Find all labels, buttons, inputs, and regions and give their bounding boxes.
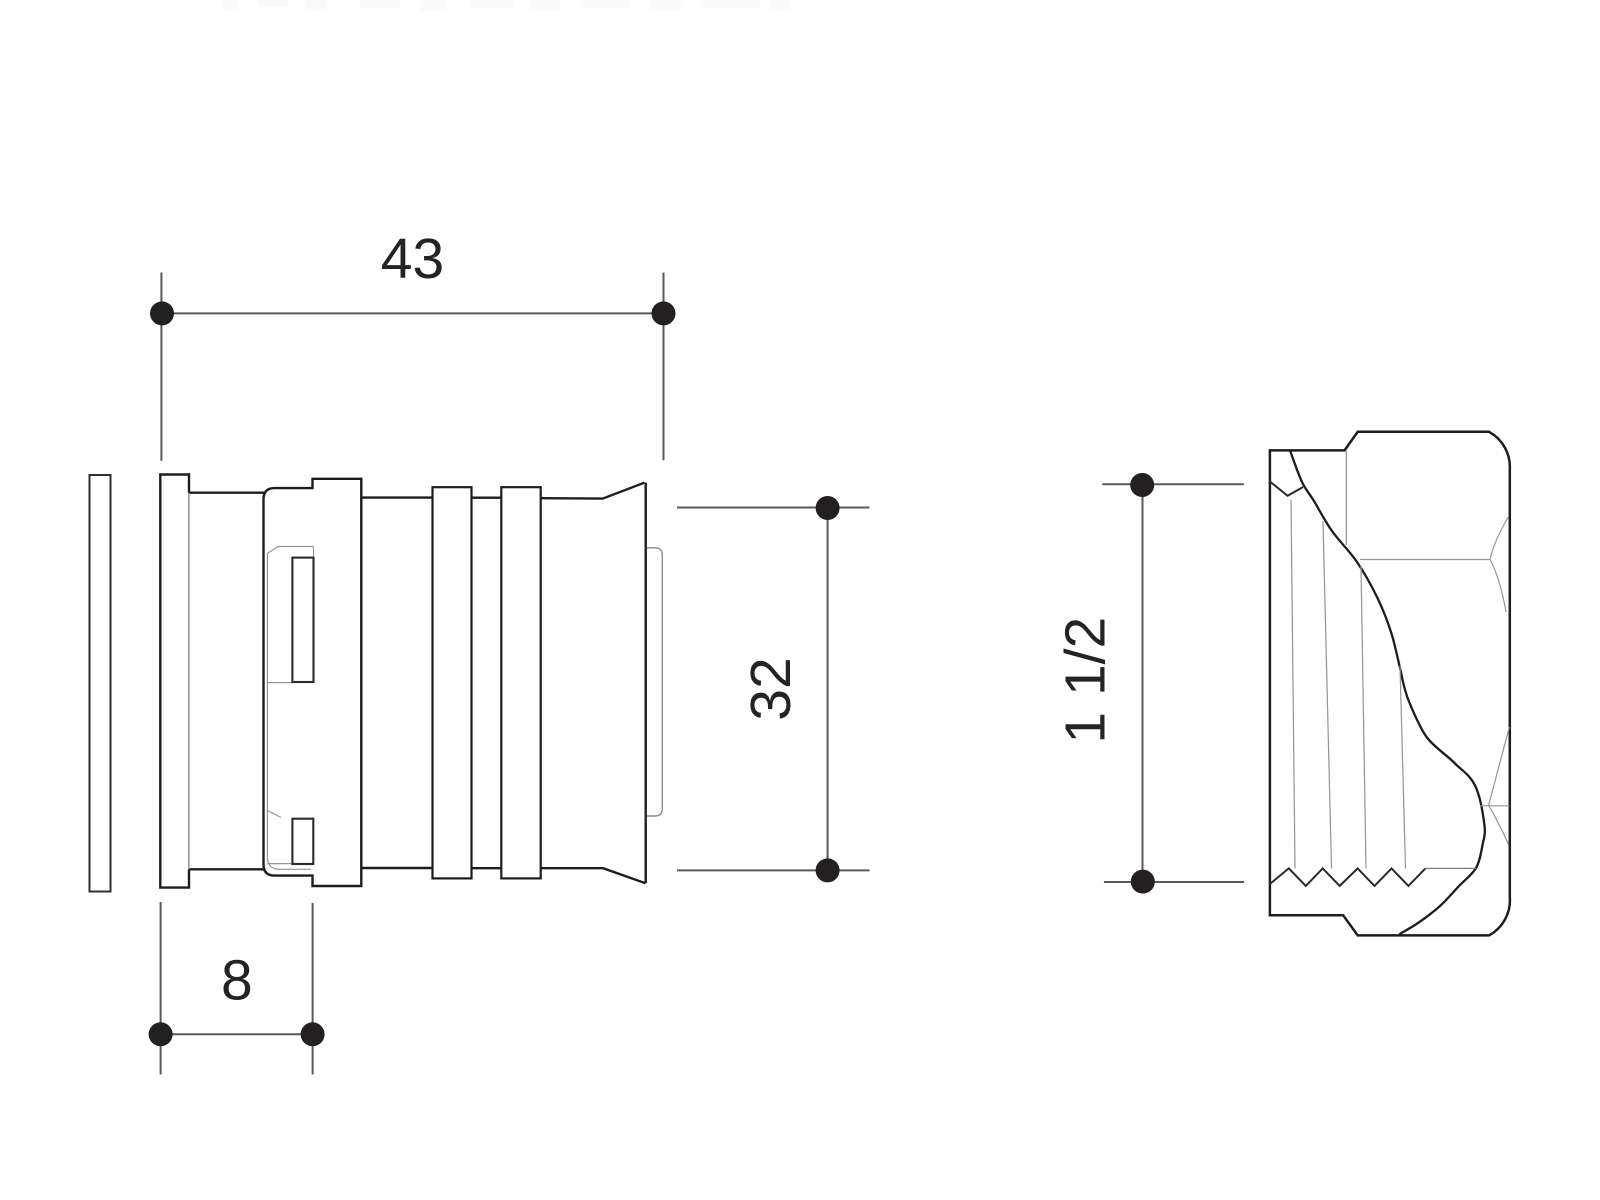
svg-text:32: 32 xyxy=(739,657,803,720)
svg-text:8: 8 xyxy=(221,948,253,1012)
svg-text:43: 43 xyxy=(381,227,444,291)
svg-text:1 1/2: 1 1/2 xyxy=(1054,617,1118,744)
